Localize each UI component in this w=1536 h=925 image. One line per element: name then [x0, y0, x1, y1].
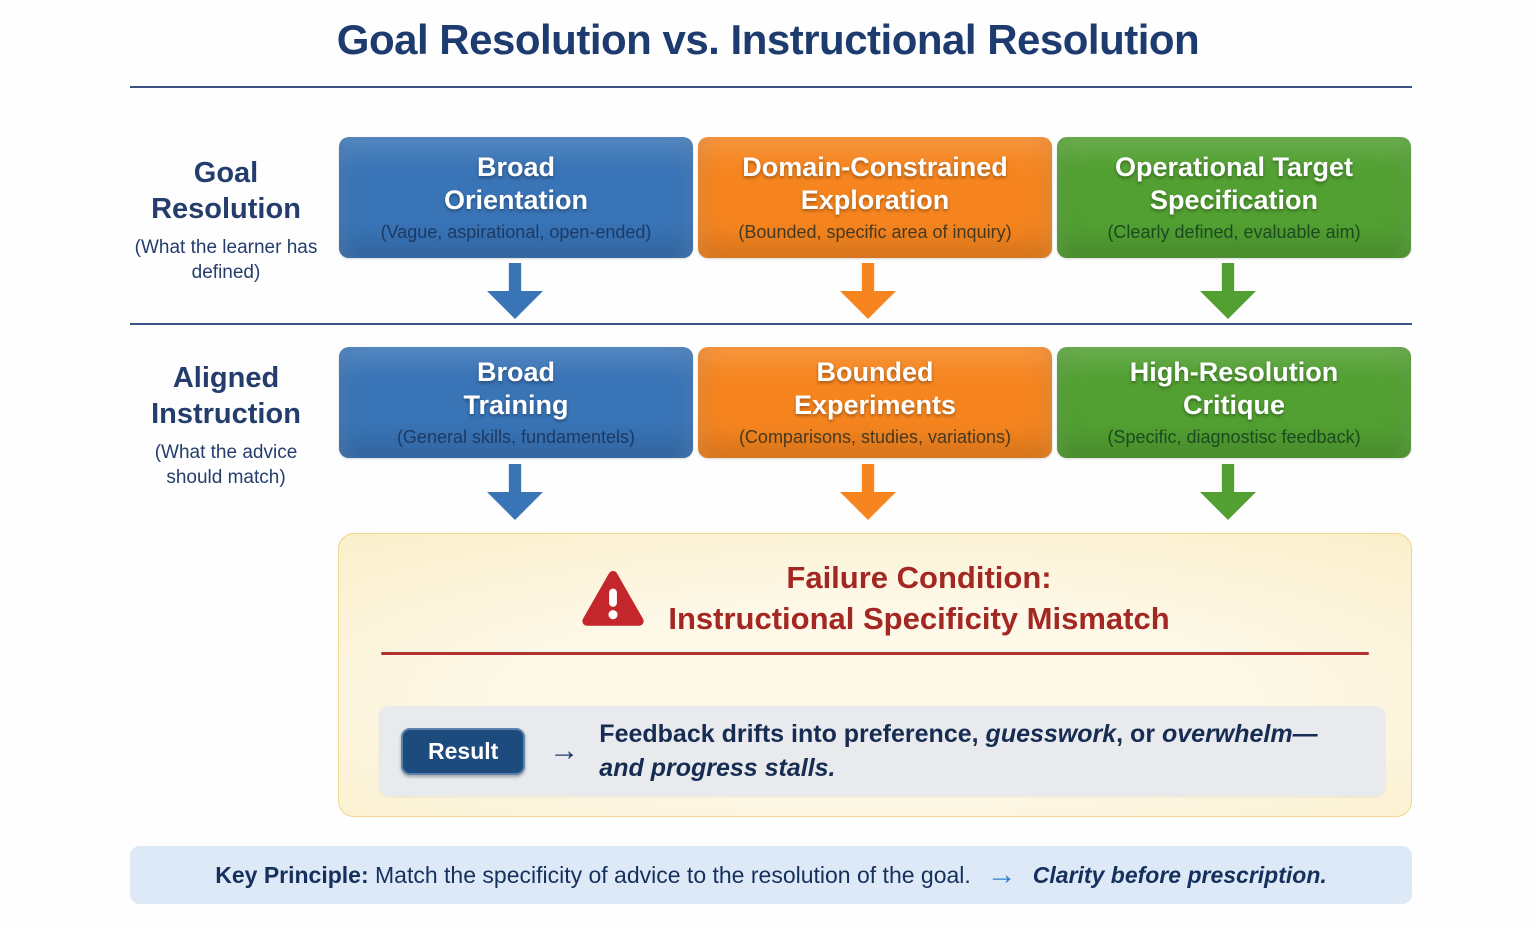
- key-principle-tagline: Clarity before prescription.: [1032, 861, 1327, 888]
- failure-heading-text: Failure Condition: Instructional Specifi…: [668, 560, 1170, 636]
- failure-condition-panel: Failure Condition: Instructional Specifi…: [338, 533, 1412, 817]
- box-subtitle: (Specific, diagnostisc feedback): [1107, 427, 1361, 448]
- down-arrow-icon: [840, 263, 896, 319]
- down-arrow-icon: [487, 263, 543, 319]
- box-subtitle: (Clearly defined, evaluable aim): [1107, 222, 1361, 243]
- box-subtitle: (General skills, fundamentels): [396, 427, 636, 448]
- failure-divider: [381, 651, 1369, 655]
- down-arrow-icon: [840, 464, 896, 520]
- down-arrow-icon: [1200, 464, 1256, 520]
- right-arrow-icon: →: [549, 734, 580, 767]
- key-principle-bar: Key Principle: Match the specificity of …: [130, 846, 1412, 904]
- goal-resolution-title: Goal Resolution: [151, 157, 301, 226]
- page-title: Goal Resolution vs. Instructional Resolu…: [336, 16, 1200, 63]
- box-subtitle: (Bounded, specific area of inquiry): [738, 222, 1012, 243]
- aligned-instruction-label: Aligned Instruction (What the advice sho…: [126, 360, 326, 491]
- title-divider: [130, 86, 1412, 88]
- failure-heading: Failure Condition: Instructional Specifi…: [339, 558, 1411, 640]
- result-text: Feedback drifts into preference, guesswo…: [599, 719, 1318, 783]
- goal-resolution-subtitle: (What the learner has defined): [134, 236, 318, 284]
- down-arrow-icon: [487, 464, 543, 520]
- key-principle-text: Match the specificity of advice to the r…: [368, 861, 971, 888]
- result-badge: Result: [401, 727, 526, 775]
- right-arrow-icon: →: [986, 858, 1017, 891]
- aligned-instruction-title: Aligned Instruction: [151, 362, 301, 431]
- section-divider: [130, 323, 1412, 325]
- result-panel: Result → Feedback drifts into preference…: [379, 706, 1385, 796]
- warning-icon: [580, 569, 646, 629]
- box-subtitle: (Comparisons, studies, variations): [738, 427, 1012, 448]
- box-subtitle: (Vague, aspirational, open-ended): [380, 222, 652, 243]
- down-arrow-icon: [1200, 263, 1256, 319]
- goal-resolution-label: Goal Resolution (What the learner has de…: [126, 155, 326, 286]
- key-principle-label: Key Principle:: [215, 861, 369, 888]
- aligned-instruction-subtitle: (What the advice should match): [154, 441, 298, 489]
